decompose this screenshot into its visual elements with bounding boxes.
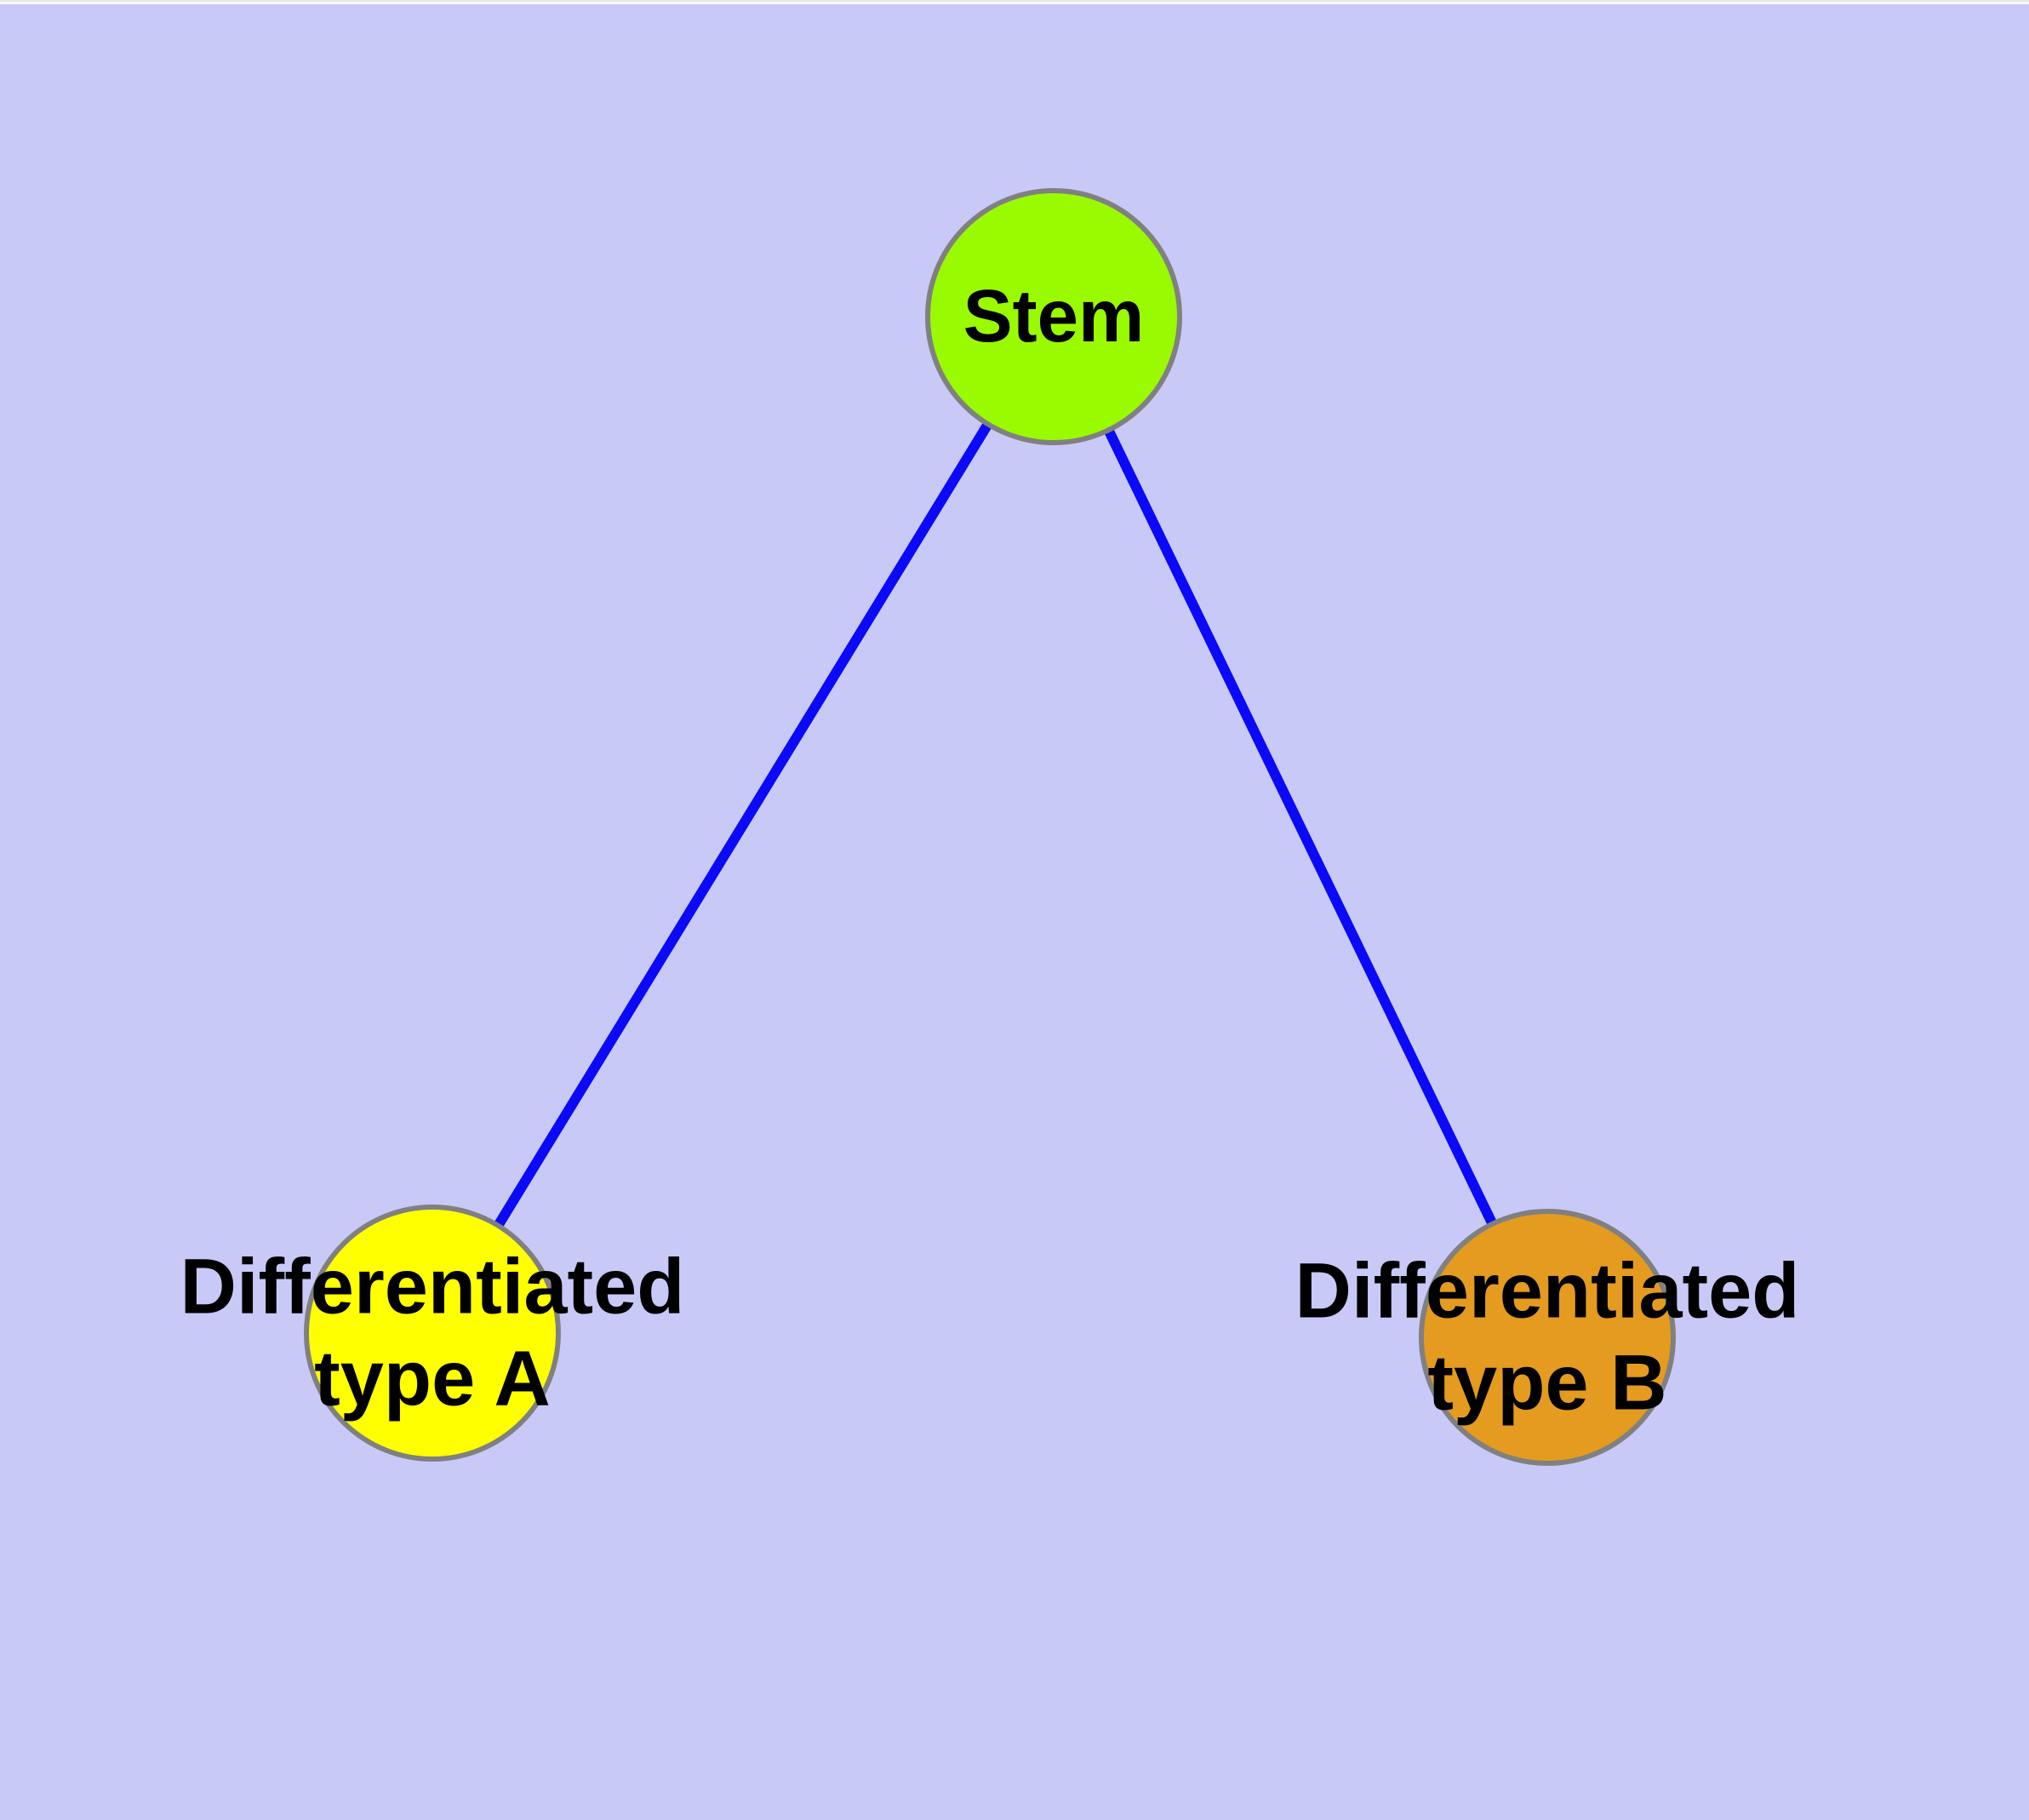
node-stem: Stem <box>925 188 1182 445</box>
node-label-line: Differentiated <box>1295 1247 1800 1335</box>
node-differentiated-type-b-label: Differentiated type B <box>1295 1245 1800 1428</box>
node-label-line: type B <box>1427 1339 1667 1426</box>
node-differentiated-type-a: Differentiated type A <box>180 1205 684 1462</box>
node-label-line: Differentiated <box>180 1243 685 1331</box>
node-differentiated-type-b: Differentiated type B <box>1295 1209 1799 1466</box>
edge-stem-to-type-a <box>427 313 1059 1336</box>
node-label-line: Stem <box>963 275 1145 358</box>
edge-stem-to-type-b <box>1049 314 1552 1340</box>
window-top-edge <box>0 0 2029 4</box>
node-label-line: type A <box>314 1335 551 1422</box>
node-stem-label: Stem <box>963 273 1145 360</box>
node-differentiated-type-a-label: Differentiated type A <box>180 1241 685 1424</box>
